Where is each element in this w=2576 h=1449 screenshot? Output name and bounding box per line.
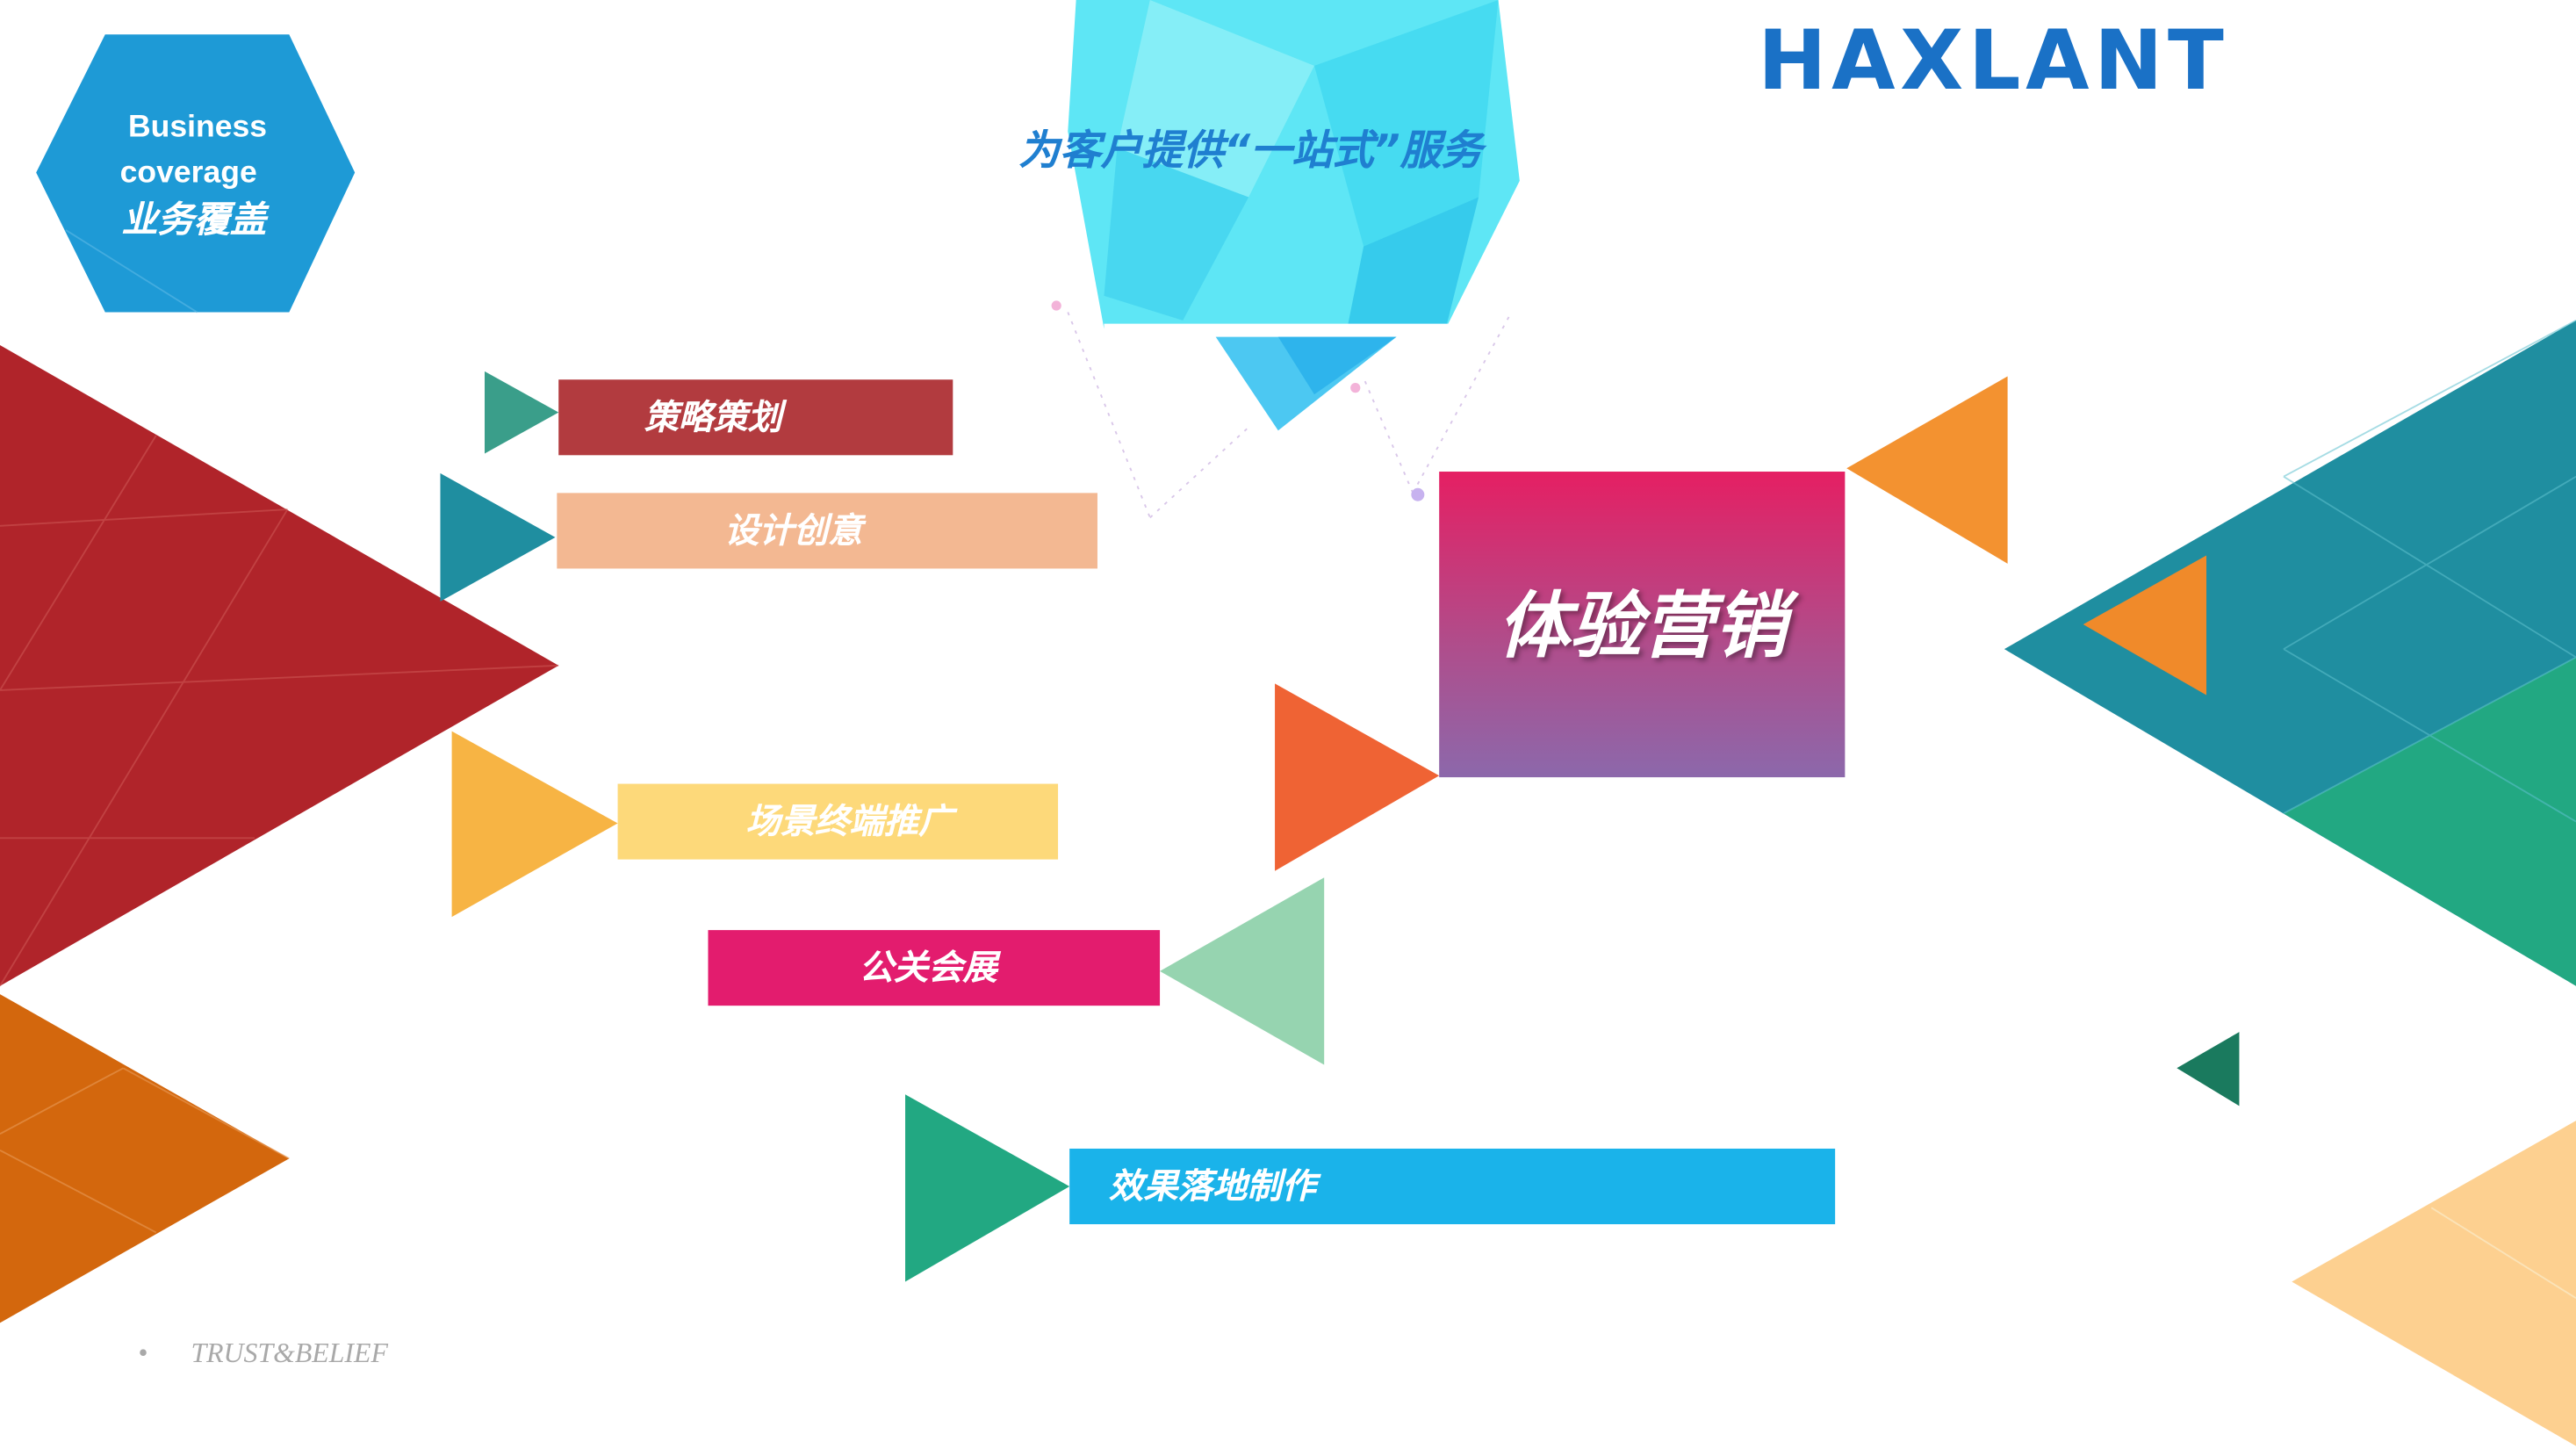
arrow-icon bbox=[485, 371, 559, 454]
hexagon-cn: 业务覆盖 bbox=[121, 198, 267, 241]
page-title: 为客户提供“一站式”服务 bbox=[1018, 126, 1483, 175]
hexagon-badge bbox=[36, 34, 356, 313]
main-box-label: 体验营销 bbox=[1497, 585, 1787, 669]
hexagon-line1: Business bbox=[127, 110, 268, 145]
crystal-graphic bbox=[1051, 0, 1520, 519]
arrow-icon bbox=[1160, 877, 1325, 1065]
orange-small-triangle bbox=[2083, 555, 2207, 696]
arrow-icon bbox=[905, 1094, 1070, 1282]
footer-bullet: • bbox=[138, 1337, 148, 1369]
service-bar-design: 设计创意 bbox=[557, 493, 1097, 569]
service-label: 设计创意 bbox=[724, 510, 863, 551]
brand-logo: HAXLANT bbox=[1758, 12, 2229, 109]
footer-text: TRUST&BELIEF bbox=[191, 1337, 388, 1369]
footer: • TRUST&BELIEF bbox=[138, 1337, 388, 1370]
arrow-icon bbox=[1275, 683, 1440, 871]
service-label: 场景终端推广 bbox=[745, 802, 953, 842]
hexagon-text: Business coverage 业务覆盖 bbox=[115, 105, 267, 243]
service-bar-production: 效果落地制作 bbox=[1069, 1148, 1836, 1225]
experience-marketing-box: 体验营销 bbox=[1439, 472, 1846, 778]
hexagon-line2: coverage bbox=[119, 155, 257, 191]
right-peach-triangle bbox=[2292, 1121, 2576, 1446]
service-bar-pr: 公关会展 bbox=[708, 930, 1161, 1006]
green-small-triangle bbox=[2177, 1032, 2240, 1107]
arrow-icon bbox=[440, 472, 556, 602]
service-bar-promotion: 场景终端推广 bbox=[617, 783, 1059, 860]
left-red-triangle bbox=[0, 344, 559, 987]
right-teal-triangle bbox=[2004, 320, 2576, 986]
service-bar-strategy: 策略策划 bbox=[558, 379, 953, 456]
arrow-icon bbox=[451, 731, 618, 918]
service-label: 策略策划 bbox=[644, 397, 782, 437]
orange-pointer-triangle bbox=[1846, 376, 2008, 564]
service-label: 公关会展 bbox=[859, 948, 997, 988]
left-orange-triangle bbox=[0, 994, 290, 1323]
service-label: 效果落地制作 bbox=[1109, 1166, 1316, 1207]
